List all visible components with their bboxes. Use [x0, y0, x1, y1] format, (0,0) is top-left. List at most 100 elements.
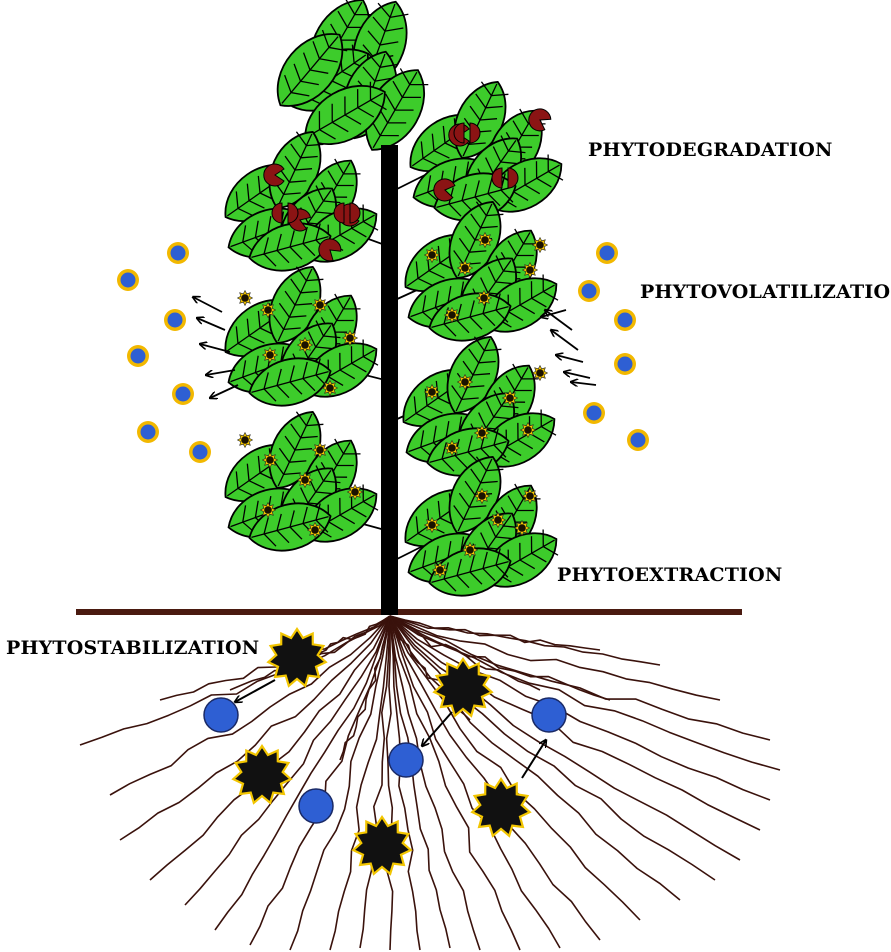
ringed-circle-icon: [583, 402, 605, 424]
sunburst-icon: [443, 306, 461, 324]
ringed-circle-icon: [578, 280, 600, 302]
circle-icon: [388, 742, 424, 778]
root-strand: [389, 615, 721, 701]
leaf-vein: [273, 131, 324, 207]
ringed-circle-icon: [167, 242, 189, 264]
root-strand: [79, 615, 391, 746]
star-burst-icon: [266, 626, 328, 688]
sunburst-icon: [311, 296, 329, 314]
sunburst-icon: [236, 431, 254, 449]
root-strand: [389, 615, 716, 881]
sunburst-icon: [346, 483, 364, 501]
arrow: [210, 384, 239, 398]
sunburst-icon: [259, 501, 277, 519]
root-strand: [359, 615, 391, 949]
leaf-cluster-extraction-left-lower: [224, 410, 379, 552]
leaf-vein: [251, 358, 329, 402]
sunburst-icon: [341, 329, 359, 347]
leaf: [428, 547, 512, 597]
root-strand: [389, 615, 761, 831]
root-strand: [389, 615, 451, 949]
sunburst-icon: [521, 487, 539, 505]
leaf: [276, 29, 348, 107]
sunburst-icon: [423, 383, 441, 401]
ringed-circle-icon: [137, 421, 159, 443]
leaf-cluster-top: [276, 0, 429, 151]
sunburst-icon: [236, 289, 254, 307]
leaf-cluster-degradation-left: [224, 130, 379, 272]
sunburst-icon: [531, 364, 549, 382]
broken-pacman-icon: [271, 202, 299, 224]
circle-icon: [203, 697, 239, 733]
sunburst-icon: [259, 301, 277, 319]
sunburst-icon: [423, 246, 441, 264]
leaf-vein: [273, 266, 324, 342]
ringed-circle-icon: [164, 309, 186, 331]
root-strand: [119, 615, 391, 841]
ringed-circle-icon: [596, 242, 618, 264]
root-strand: [214, 615, 391, 931]
arrow: [235, 679, 276, 702]
label-phytoextraction: PHYTOEXTRACTION: [557, 564, 783, 586]
root-strand: [389, 615, 521, 951]
root-strand: [389, 615, 561, 949]
sunburst-icon: [456, 259, 474, 277]
root-strand: [109, 615, 391, 796]
leaf-vein: [281, 29, 348, 104]
ringed-circle-icon: [614, 353, 636, 375]
broken-pacman-icon: [263, 163, 285, 187]
root-strand: [184, 615, 391, 906]
root-strand: [389, 615, 611, 701]
root-strand: [389, 615, 481, 951]
broken-pacman-icon: [491, 167, 519, 189]
leaf: [248, 222, 332, 272]
broken-pacman-icon: [333, 202, 361, 224]
arrows: [193, 297, 597, 779]
root-strand: [329, 615, 391, 951]
label-phytodegradation: PHYTODEGRADATION: [588, 139, 833, 161]
leaf-cluster-extraction-right-3: [404, 455, 559, 597]
star-burst-icon: [351, 814, 413, 876]
arrow: [556, 355, 584, 363]
root-strand: [389, 615, 741, 861]
ringed-circle-icon: [627, 429, 649, 451]
sunburst-icon: [431, 561, 449, 579]
arrow: [422, 711, 453, 746]
sunburst-icon: [461, 541, 479, 559]
arrow: [193, 297, 223, 313]
leaf: [428, 292, 512, 342]
root-strand: [389, 615, 421, 951]
broken-pacman-icon: [318, 238, 342, 262]
arrow: [197, 318, 226, 331]
sunburst-icon: [456, 373, 474, 391]
root-strand: [385, 615, 395, 951]
root-strand: [389, 615, 771, 801]
star-burst-icon: [470, 776, 532, 838]
broken-pacman-icon: [528, 108, 552, 132]
circle-icon: [298, 788, 334, 824]
root-strand: [339, 615, 391, 761]
sunburst-icon: [501, 389, 519, 407]
arrow: [206, 369, 236, 375]
leaf-vein: [306, 81, 387, 140]
star-burst-icon: [231, 743, 293, 805]
sunburst-icon: [489, 511, 507, 529]
ringed-circle-icon: [127, 345, 149, 367]
sunburst-icon: [443, 439, 461, 457]
sunburst-icon: [476, 231, 494, 249]
root-system: [79, 615, 781, 951]
root-strand: [159, 615, 391, 701]
root-strand: [389, 615, 681, 901]
arrow: [551, 330, 579, 351]
arrow: [521, 740, 546, 779]
sunburst-icon: [513, 519, 531, 537]
arrow: [545, 310, 573, 331]
root-strand: [389, 615, 601, 651]
volatile-molecules: [117, 242, 649, 463]
ringed-circle-icon: [117, 269, 139, 291]
arrow: [564, 372, 591, 379]
arrow: [200, 344, 231, 353]
sunburst-icon: [521, 261, 539, 279]
leaf: [304, 81, 387, 145]
